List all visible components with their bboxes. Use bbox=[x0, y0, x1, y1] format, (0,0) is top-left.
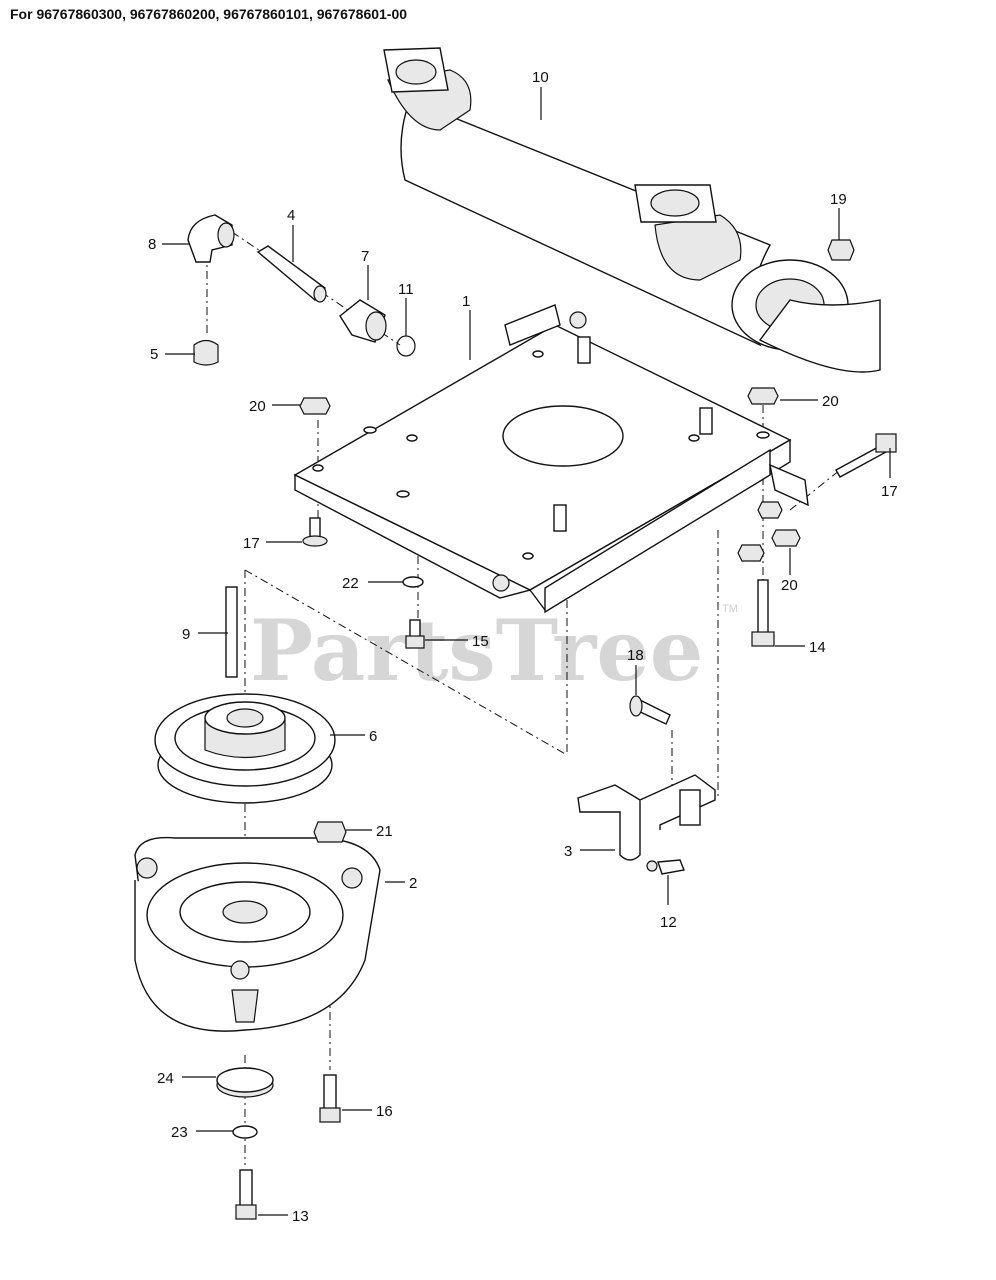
callout-label: 2 bbox=[409, 875, 417, 892]
callout-label: 3 bbox=[564, 843, 572, 860]
callout-label: 12 bbox=[660, 914, 677, 931]
lower-hardware bbox=[216, 821, 347, 1220]
callout-label: 19 bbox=[830, 191, 847, 208]
bracket-part bbox=[577, 774, 716, 875]
watermark-text: PartsTree bbox=[250, 601, 703, 700]
callout-label: 1 bbox=[462, 293, 470, 310]
callout-label: 10 bbox=[532, 69, 549, 86]
clutch-part bbox=[134, 836, 381, 1032]
callout-label: 20 bbox=[249, 398, 266, 415]
callout-label: 23 bbox=[171, 1124, 188, 1141]
callout-label: 5 bbox=[150, 346, 158, 363]
key-part bbox=[225, 586, 238, 678]
leader-lines bbox=[162, 87, 891, 1216]
diagram-header: For 96767860300, 96767860200, 9676786010… bbox=[10, 6, 408, 22]
callout-label: 20 bbox=[822, 393, 839, 410]
callout-label: 24 bbox=[157, 1070, 174, 1087]
callout-label: 16 bbox=[376, 1103, 393, 1120]
callout-label: 7 bbox=[361, 248, 369, 265]
callout-label: 4 bbox=[287, 207, 295, 224]
muffler-part bbox=[383, 47, 881, 373]
pulley-part bbox=[154, 693, 336, 804]
callout-labels: 1 2 3 4 5 6 7 8 9 10 11 12 13 14 15 16 1… bbox=[148, 69, 898, 1225]
callout-label: 17 bbox=[881, 483, 898, 500]
callout-label: 22 bbox=[342, 575, 359, 592]
callout-label: 8 bbox=[148, 236, 156, 253]
callout-label: 18 bbox=[627, 647, 644, 664]
mounting-plate-part bbox=[293, 304, 809, 614]
callout-label: 15 bbox=[472, 633, 489, 650]
callout-label: 20 bbox=[781, 577, 798, 594]
watermark-tm: TM bbox=[722, 603, 738, 615]
callout-label: 13 bbox=[292, 1208, 309, 1225]
callout-label: 14 bbox=[809, 639, 826, 656]
callout-label: 11 bbox=[398, 281, 414, 298]
plate-hardware bbox=[299, 239, 897, 725]
callout-label: 6 bbox=[369, 728, 377, 745]
callout-label: 17 bbox=[243, 535, 260, 552]
drain-fittings bbox=[187, 214, 416, 366]
callout-label: 21 bbox=[376, 823, 393, 840]
callout-label: 9 bbox=[182, 626, 190, 643]
